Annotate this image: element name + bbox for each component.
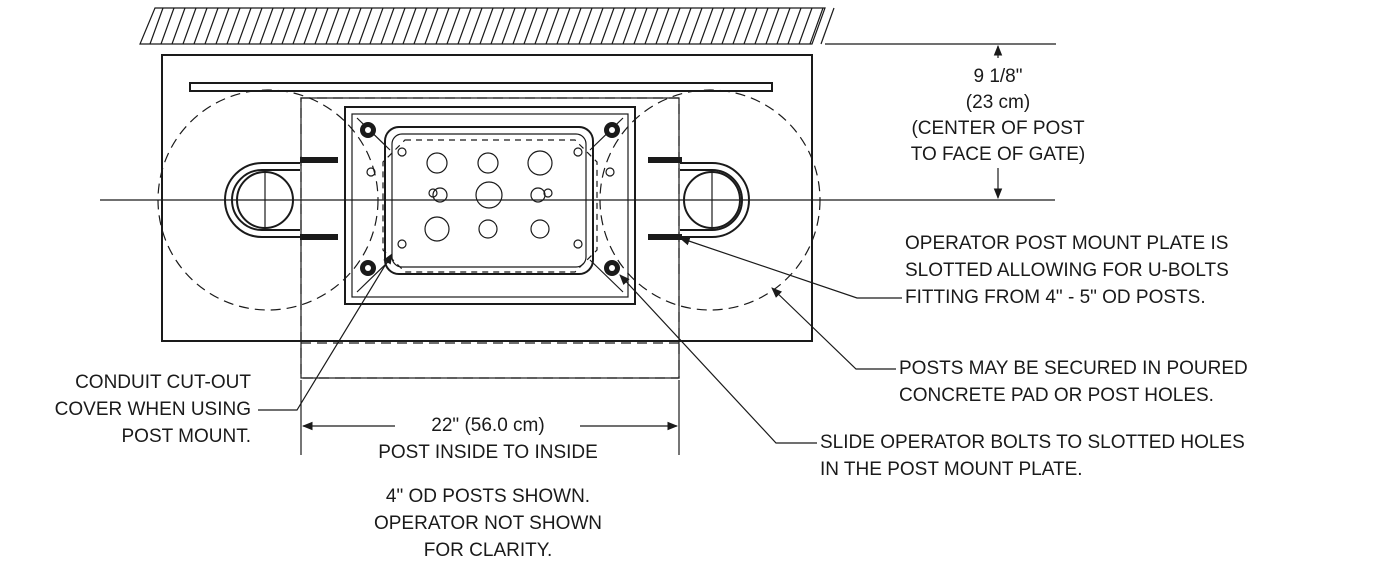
hatch-line [347,7,362,45]
hatch-line [545,7,560,45]
corner-bolts [360,122,620,276]
callout-slide-leader [619,274,817,444]
hatch-line [655,7,670,45]
dim-bottom-line2: POST INSIDE TO INSIDE [378,442,598,463]
hatch-line [787,7,802,45]
hatch-line [512,7,527,45]
conduit-holes [424,150,553,242]
hatch-line [688,7,703,45]
note-line1: 4" OD POSTS SHOWN. [386,486,590,507]
hatch-line [204,7,219,45]
dim-top-line3: (CENTER OF POST [911,118,1085,139]
hatch-line [446,7,461,45]
hatch-line [325,7,340,45]
callout-conduit-leader [258,253,393,411]
hatch-line [523,7,538,45]
hatch-line [314,7,329,45]
left-post [100,157,338,240]
hatch-line [336,7,351,45]
callout-ubolts-line2: SLOTTED ALLOWING FOR U-BOLTS [905,260,1229,281]
hatch-line [237,7,252,45]
callout-ubolts-leader [678,237,902,299]
callout-conduit-line1: CONDUIT CUT-OUT [75,372,251,393]
top-dimension [825,43,1056,200]
hatch-line [468,7,483,45]
dim-top-line4: TO FACE OF GATE) [911,144,1086,165]
hatch-line [292,7,307,45]
callout-conduit-line2: COVER WHEN USING [55,399,251,420]
hatch-line [171,7,186,45]
hatch-line [644,7,659,45]
hatch-line [710,7,725,45]
hatch-line [248,7,263,45]
hatch-line [534,7,549,45]
hatch-line [259,7,274,45]
dim-bottom-line1: 22" (56.0 cm) [431,415,544,436]
hatch-line [215,7,230,45]
gate-bar [189,82,773,92]
callout-posts-line1: POSTS MAY BE SECURED IN POURED [899,358,1248,379]
hatch-line [699,7,714,45]
hatch-line [182,7,197,45]
hatch-line [721,7,736,45]
concrete-pad [161,54,813,342]
hatch-line [567,7,582,45]
callout-conduit-line3: POST MOUNT. [122,426,252,447]
keyhole-slots [366,147,615,249]
callout-ubolts-line3: FITTING FROM 4" - 5" OD POSTS. [905,287,1206,308]
hatch-line [303,7,318,45]
hatch-line [820,7,835,45]
operator-base [344,106,636,305]
hatch-line [193,7,208,45]
hatch-line [479,7,494,45]
hatch-line [281,7,296,45]
ground-hatch [139,7,835,45]
right-post [648,157,750,240]
hatch-line [809,7,824,45]
note-line2: OPERATOR NOT SHOWN [374,513,602,534]
hatch-line [402,7,417,45]
hatch-line [622,7,637,45]
hatch-line [501,7,516,45]
callout-ubolts-line1: OPERATOR POST MOUNT PLATE IS [905,233,1228,254]
dim-top-line2: (23 cm) [966,92,1030,113]
hatch-line [424,7,439,45]
bottom-dimension [300,380,680,455]
hatch-line [413,7,428,45]
hatch-line [490,7,505,45]
hatch-line [270,7,285,45]
note-line3: FOR CLARITY. [424,540,552,561]
hatch-line [765,7,780,45]
hatch-line [391,7,406,45]
hatch-line [776,7,791,45]
hatch-line [226,7,241,45]
hatch-line [677,7,692,45]
hatch-line [556,7,571,45]
dim-top-line1: 9 1/8" [973,66,1022,87]
callout-slide-line2: IN THE POST MOUNT PLATE. [820,459,1083,480]
callout-slide-line1: SLIDE OPERATOR BOLTS TO SLOTTED HOLES [820,432,1245,453]
hatch-line [160,7,175,45]
hatch-line [743,7,758,45]
hatch-line [611,7,626,45]
hatch-line [633,7,648,45]
hatch-line [578,7,593,45]
hatch-line [358,7,373,45]
hatch-line [754,7,769,45]
callout-posts-leader [771,287,896,370]
hatch-line [149,7,164,45]
hatch-line [457,7,472,45]
hatch-line [380,7,395,45]
hatch-line [666,7,681,45]
hatch-line [732,7,747,45]
hatch-line [369,7,384,45]
callout-posts-line2: CONCRETE PAD OR POST HOLES. [899,385,1214,406]
hatch-line [589,7,604,45]
hatch-line [798,7,813,45]
hatch-line [600,7,615,45]
hatch-line [435,7,450,45]
